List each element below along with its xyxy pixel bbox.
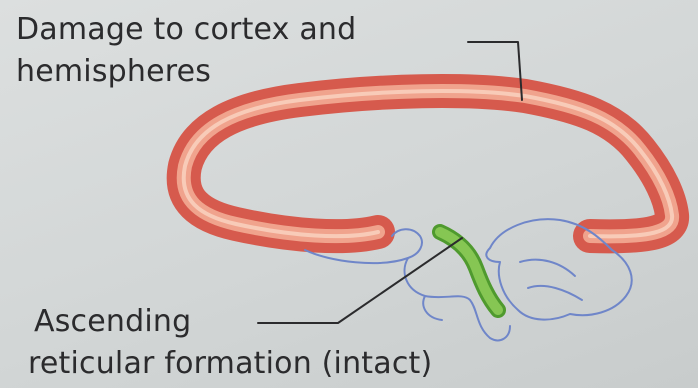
cortex-hemispheres <box>184 91 672 236</box>
damage-label-line2: hemispheres <box>16 55 211 89</box>
arf-label-line2: reticular formation (intact) <box>28 347 432 381</box>
cerebellum-folia <box>520 260 582 300</box>
arf-label-line1: Ascending <box>34 305 191 339</box>
pons-outline <box>423 296 442 320</box>
damage-label-line1: Damage to cortex and <box>16 13 356 47</box>
